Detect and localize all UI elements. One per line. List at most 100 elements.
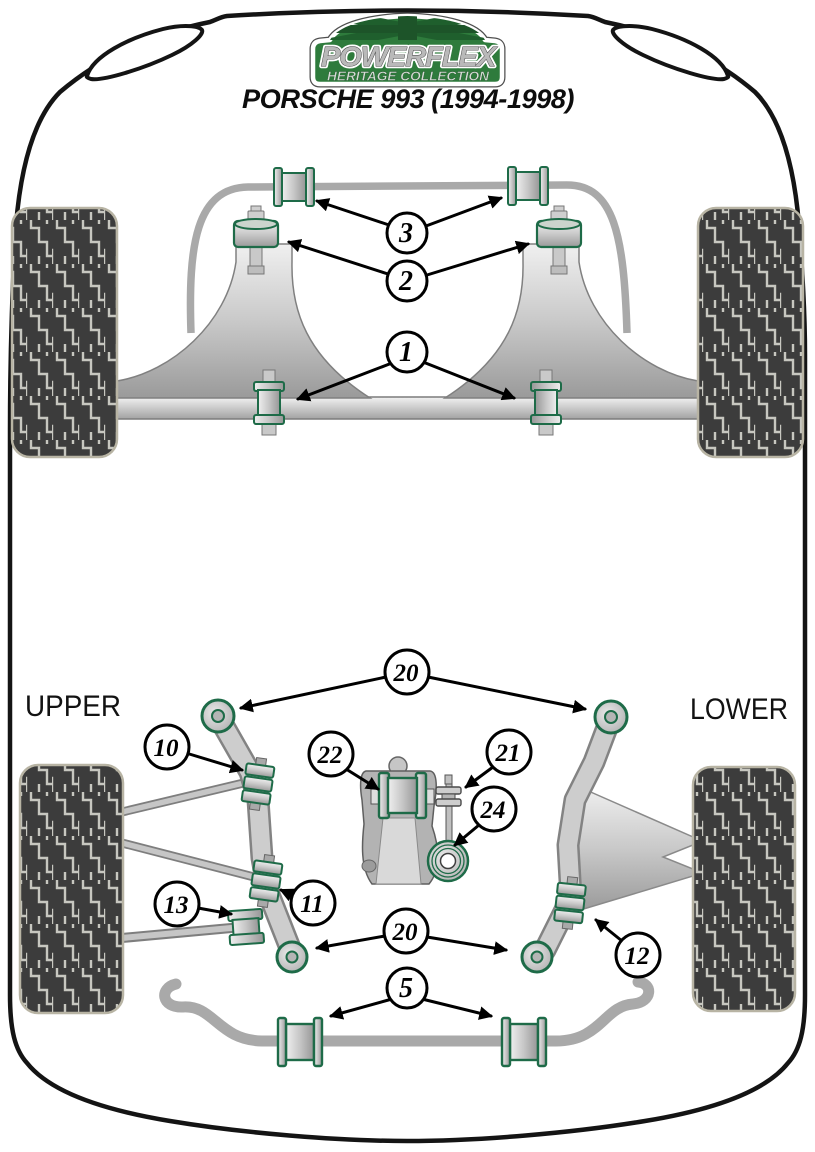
rear-round-bush-24 <box>426 839 470 883</box>
callout-arrow <box>184 751 244 774</box>
callout-number: 3 <box>398 218 413 249</box>
headlight-left-icon <box>84 24 205 82</box>
rear-suspension <box>120 698 694 1068</box>
rear-arm-outer-bush-12 <box>553 876 587 930</box>
callout-number: 5 <box>399 973 413 1004</box>
callout-circle <box>385 330 429 374</box>
callout-circle <box>485 728 533 776</box>
callout-arrow <box>594 918 624 943</box>
rear-trailing-arm-right <box>520 699 694 974</box>
callout-arrow <box>420 997 494 1020</box>
callout-arrow <box>425 935 509 955</box>
powerflex-logo: POWERFLEX POWERFLEX HERITAGE COLLECTION <box>309 12 506 88</box>
callout-circle <box>143 723 191 771</box>
mount-front-face <box>375 817 422 885</box>
callout-circle <box>307 730 355 778</box>
rear-arb-bush-left <box>276 1016 324 1068</box>
callout-21[interactable]: 21 <box>464 728 533 789</box>
tire-front-right <box>696 206 805 459</box>
rear-link-21 <box>435 774 462 843</box>
front-arb-bush-right <box>507 166 549 206</box>
callout-number: 2 <box>398 266 413 297</box>
callout-10[interactable]: 10 <box>143 723 244 774</box>
callout-11[interactable]: 11 <box>279 879 337 927</box>
logo-brand-text: POWERFLEX <box>321 41 498 72</box>
tire-front-left <box>10 206 119 459</box>
callout-13[interactable]: 13 <box>153 880 234 928</box>
callout-number: 12 <box>625 943 650 970</box>
callout-circle <box>470 785 518 833</box>
tire-rear-left <box>18 763 125 1015</box>
callout-number: 13 <box>164 892 189 919</box>
callout-circle <box>385 211 429 255</box>
front-anti-roll-bar <box>186 181 631 334</box>
callout-22[interactable]: 22 <box>307 730 380 791</box>
callout-arrow <box>315 198 391 227</box>
callout-number: 10 <box>154 735 180 762</box>
headlight-right-icon <box>610 24 731 82</box>
callout-2[interactable]: 2 <box>287 239 530 303</box>
callout-circle <box>385 259 429 303</box>
label-lower: LOWER <box>690 693 788 726</box>
callout-arrow <box>425 240 530 277</box>
callout-circle <box>385 966 429 1010</box>
rear-trailing-arm-front-bush-right <box>593 699 629 735</box>
callout-number: 24 <box>480 797 506 824</box>
callout-arrow <box>421 360 516 401</box>
callout-circle <box>289 879 337 927</box>
callout-number: 1 <box>399 337 413 368</box>
logo-collection-text: HERITAGE COLLECTION <box>327 70 490 84</box>
rear-tie-rods-left <box>120 776 256 943</box>
callout-number: 20 <box>392 919 419 946</box>
callout-24[interactable]: 24 <box>453 785 518 847</box>
callout-number: 22 <box>317 742 343 769</box>
callout-arrow <box>238 675 388 713</box>
callout-arrow <box>426 675 588 714</box>
callout-12[interactable]: 12 <box>594 918 662 979</box>
callout-20-bottom[interactable]: 20 <box>314 907 509 955</box>
callout-circle <box>614 931 662 979</box>
callout-5[interactable]: 5 <box>329 966 494 1020</box>
rear-lower-link-bush-11 <box>248 853 284 909</box>
callout-3[interactable]: 3 <box>315 195 503 255</box>
callout-number: 11 <box>300 891 324 918</box>
callout-arrow <box>314 934 387 953</box>
front-suspension <box>116 166 699 436</box>
callout-circle <box>153 880 201 928</box>
callout-1[interactable]: 1 <box>296 330 516 402</box>
rear-trailing-arm-front-bush-left <box>200 698 236 734</box>
callout-arrow <box>329 997 394 1020</box>
label-upper: UPPER <box>25 690 121 723</box>
front-upper-mount-left <box>116 205 373 436</box>
tire-rear-right <box>691 765 797 1013</box>
callout-arrow <box>287 239 390 276</box>
front-arb-bush-left <box>273 167 315 207</box>
front-upper-mount-right <box>442 205 699 436</box>
callout-number: 21 <box>495 740 521 767</box>
front-lower-arm-bush-right <box>530 369 562 436</box>
rear-trailing-arm-rear-bush-left <box>275 940 309 974</box>
rear-trailing-arm-rear-bush-right <box>520 940 554 974</box>
callout-arrow <box>296 361 394 402</box>
callout-arrow <box>424 195 503 228</box>
front-lower-arm-bar <box>116 396 699 420</box>
wheels <box>10 206 805 1015</box>
rear-trailing-arm-left <box>200 698 309 974</box>
logo-brand-halo: POWERFLEX <box>321 41 498 72</box>
page-title: PORSCHE 993 (1994-1998) <box>242 84 575 114</box>
callout-circle <box>383 648 431 696</box>
callout-circle <box>382 907 430 955</box>
callout-arrow <box>344 767 380 791</box>
rear-arb-bush-right <box>500 1016 548 1068</box>
callout-arrow <box>464 765 495 789</box>
front-lower-arm-bush-left <box>253 369 285 436</box>
rear-upper-link-bush-10 <box>240 756 276 812</box>
callout-20-top[interactable]: 20 <box>238 648 588 714</box>
rear-mount-bush-22 <box>370 771 435 820</box>
callout-number: 20 <box>393 660 420 687</box>
callout-arrow <box>453 823 481 847</box>
rear-engine-mount <box>359 756 470 885</box>
rear-toe-arm-bush-13 <box>226 907 266 947</box>
